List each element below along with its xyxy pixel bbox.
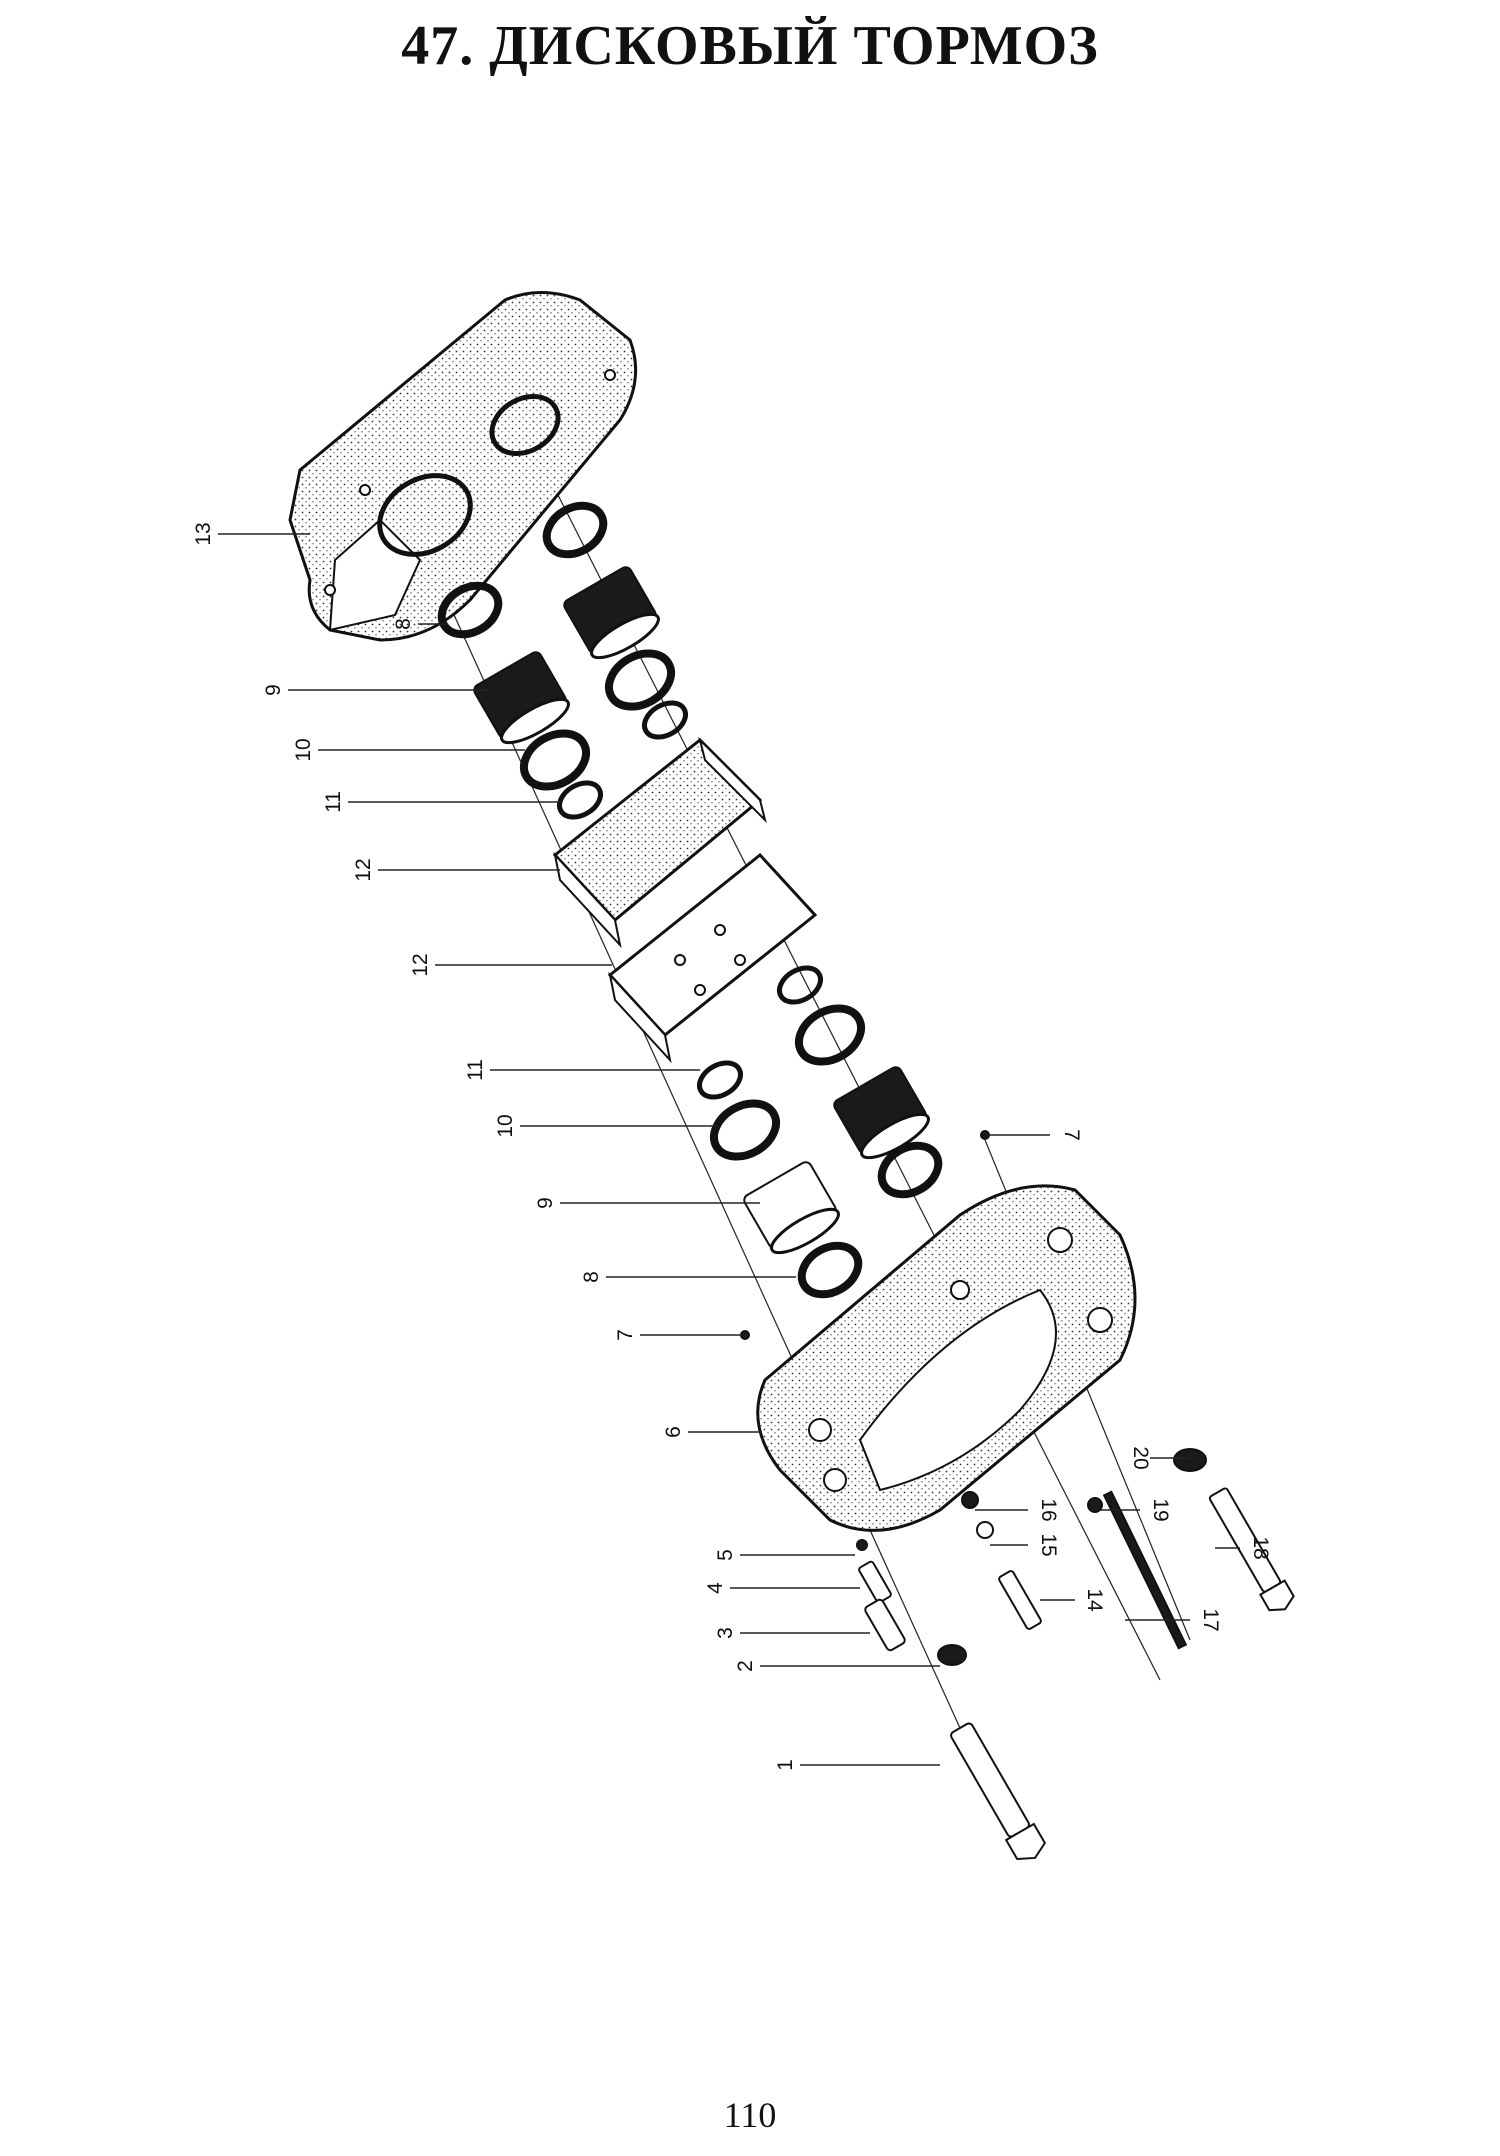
lower-seal-stack — [697, 965, 943, 1299]
callout-18: 18 — [1249, 1536, 1272, 1559]
callout-6: 6 — [662, 1426, 685, 1438]
callout-8-lower: 8 — [580, 1271, 603, 1283]
inner-caliper-housing — [756, 1184, 1137, 1532]
callout-3: 3 — [714, 1627, 737, 1639]
small-fittings — [740, 1130, 1295, 1861]
callout-12-upper: 12 — [352, 858, 375, 881]
brake-pad-lower — [607, 852, 818, 1064]
upper-seal-stack — [437, 581, 603, 820]
callout-1: 1 — [774, 1759, 797, 1771]
page-title: 47. ДИСКОВЫЙ ТОРМОЗ — [401, 15, 1099, 77]
callout-11-upper: 11 — [322, 791, 345, 813]
callout-2: 2 — [734, 1660, 757, 1672]
callout-7-right: 7 — [1060, 1129, 1083, 1141]
callout-11-lower: 11 — [464, 1059, 487, 1081]
callout-7-left: 7 — [614, 1329, 637, 1341]
callout-15: 15 — [1037, 1533, 1060, 1556]
leader-lines — [218, 533, 1240, 1766]
callout-12-lower: 12 — [409, 953, 432, 976]
callout-10-lower: 10 — [494, 1114, 517, 1137]
callout-17: 17 — [1199, 1608, 1222, 1631]
callout-19: 19 — [1149, 1498, 1172, 1521]
callout-9-lower: 9 — [534, 1197, 557, 1209]
page-number: 110 — [723, 2095, 777, 2135]
brake-pad-upper — [552, 736, 767, 949]
callout-9-upper: 9 — [262, 684, 285, 696]
callout-labels: 13 8 9 10 11 12 12 11 10 9 8 7 7 6 5 4 3… — [192, 522, 1272, 1771]
callout-14: 14 — [1083, 1588, 1106, 1612]
outer-caliper-housing — [288, 291, 638, 642]
callout-5: 5 — [714, 1549, 737, 1561]
callout-4: 4 — [704, 1582, 727, 1594]
callout-16: 16 — [1037, 1498, 1060, 1521]
upper-seal-stack-right — [542, 501, 688, 740]
callout-10-upper: 10 — [292, 738, 315, 761]
callout-8-upper: 8 — [392, 618, 415, 630]
callout-13: 13 — [192, 522, 215, 545]
callout-20: 20 — [1129, 1446, 1152, 1469]
